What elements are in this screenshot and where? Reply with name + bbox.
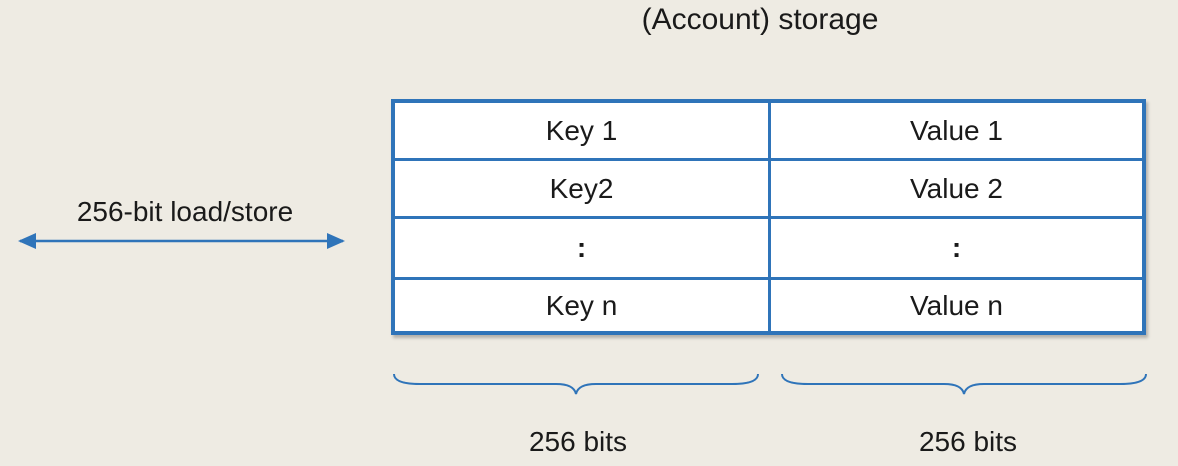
key-column-brace (393, 373, 759, 395)
storage-table: Key 1 Value 1 Key2 Value 2 : : Key n Val… (391, 99, 1146, 335)
table-cell-key: Key2 (395, 161, 771, 219)
diagram-title: (Account) storage (641, 3, 879, 36)
table-cell-value: Value 1 (771, 103, 1142, 161)
table-cell-value: : (771, 219, 1142, 280)
table-cell-value: Value n (910, 289, 1003, 321)
table-cell-key: : (395, 219, 771, 280)
load-store-label: 256-bit load/store (76, 196, 294, 227)
key-bits-label: 256 bits (528, 426, 628, 457)
value-column-brace (781, 373, 1147, 395)
table-cell-key: Key 1 (395, 103, 771, 161)
table-cell-value: Value 2 (771, 161, 1142, 219)
value-bits-label: 256 bits (918, 426, 1018, 457)
table-cell-key: Key n (395, 280, 771, 331)
